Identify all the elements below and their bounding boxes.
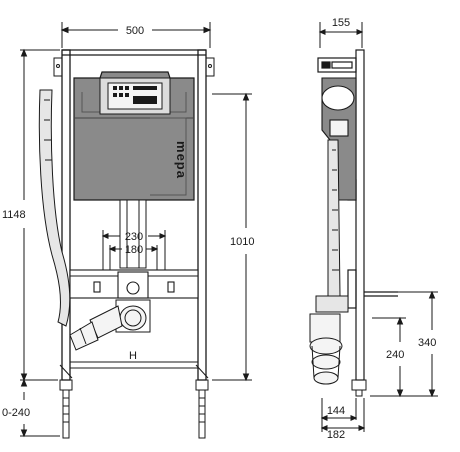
depth-bottom-small-label: 144 — [327, 405, 345, 417]
total-height-label: 1148 — [2, 209, 26, 221]
depth-bottom-dimensions — [320, 398, 366, 432]
front-view-labels: 500 230 180 1148 0-240 1010 — [2, 25, 254, 419]
mounting-tabs — [53, 57, 215, 77]
width-label: 500 — [126, 25, 144, 37]
depth-top-label: 155 — [332, 17, 350, 29]
connector-label: H — [129, 350, 137, 362]
waste-outlet — [69, 299, 151, 351]
total-height-dimension — [20, 48, 60, 438]
drain-bend-left — [38, 89, 71, 327]
depth-bottom-label: 182 — [327, 429, 345, 441]
flush-control-buttons — [113, 86, 157, 104]
foot-adjust-label: 0-240 — [2, 407, 30, 419]
height-large-label: 340 — [418, 337, 436, 349]
bottom-rail: H — [70, 350, 198, 369]
depth-top-dimension — [318, 22, 364, 48]
side-feet — [351, 379, 367, 397]
side-outlet — [309, 313, 343, 385]
brand-logo: mepa — [174, 141, 189, 179]
width-dimension — [60, 22, 212, 48]
side-view-labels: 155 144 182 240 340 — [327, 17, 437, 441]
frame-height-dimension — [212, 92, 252, 382]
frame-height-label: 1010 — [230, 236, 254, 248]
adjustable-feet — [59, 364, 209, 439]
inner-width-small-label: 180 — [125, 244, 143, 256]
height-small-label: 240 — [386, 349, 404, 361]
inner-width-label: 230 — [125, 231, 143, 243]
cistern-tank: mepa — [73, 71, 195, 201]
height-side-dimensions — [370, 290, 438, 398]
side-view — [309, 22, 438, 432]
side-flush-pipe — [315, 139, 349, 313]
front-view: mepa — [20, 22, 252, 439]
flush-pipe — [119, 199, 147, 269]
support-rail — [69, 269, 199, 299]
